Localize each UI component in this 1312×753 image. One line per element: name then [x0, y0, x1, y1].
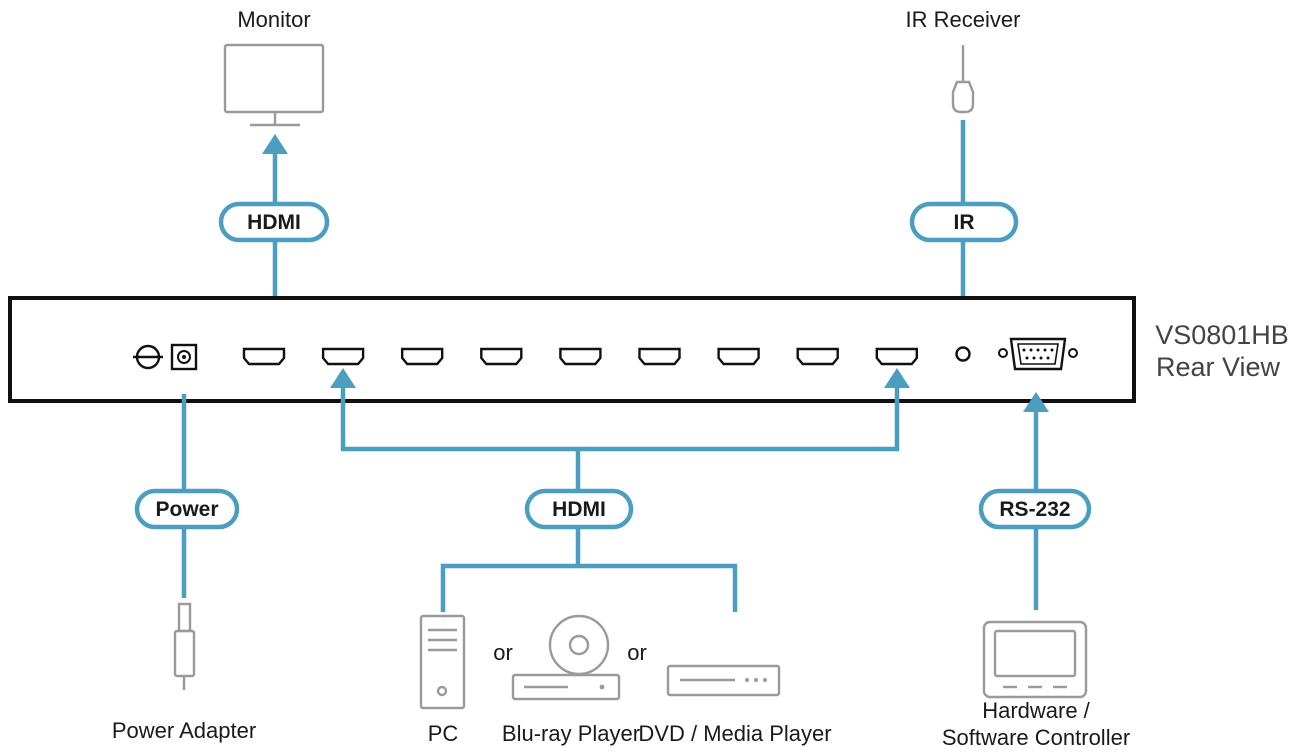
ir-receiver-icon	[951, 45, 975, 114]
switch-unit	[8, 296, 1136, 403]
or-label-2: or	[627, 640, 647, 665]
ground-icon	[133, 344, 163, 370]
pc-tower-icon	[419, 614, 466, 710]
hdmi-input-port-8	[875, 347, 918, 366]
ir-receiver-label: IR Receiver	[906, 7, 1021, 32]
dvd-label: DVD / Media Player	[638, 721, 831, 746]
power-adapter-label: Power Adapter	[112, 718, 256, 743]
controller-icon	[982, 620, 1088, 699]
pc-label: PC	[428, 721, 459, 746]
rs232-tag-label: RS-232	[999, 498, 1070, 521]
hdmi-input-cable	[330, 368, 910, 612]
hdmi-input-port-2	[401, 347, 444, 366]
ir-tag: IR	[909, 201, 1019, 243]
rs232-port	[998, 337, 1078, 371]
ir-port	[955, 346, 971, 362]
hdmi-input-port-5	[638, 347, 681, 366]
power-adapter-icon	[173, 602, 196, 690]
controller-label-line2: Software Controller	[942, 725, 1130, 750]
monitor-label: Monitor	[237, 7, 310, 32]
controller-label-line1: Hardware /	[982, 698, 1090, 723]
hdmi-input-tag-label: HDMI	[552, 498, 606, 521]
power-tag-label: Power	[155, 498, 218, 521]
ir-tag-label: IR	[954, 211, 975, 234]
rs232-tag: RS-232	[978, 488, 1092, 530]
hdmi-input-port-3	[480, 347, 523, 366]
hdmi-input-port-7	[796, 347, 839, 366]
hdmi-input-port-1	[321, 347, 365, 366]
bluray-label: Blu-ray Player	[502, 721, 640, 746]
hdmi-output-port	[242, 347, 286, 366]
hdmi-input-port-6	[717, 347, 760, 366]
hdmi-output-tag-label: HDMI	[247, 211, 301, 234]
view-label: Rear View	[1156, 352, 1281, 382]
hdmi-input-port-4	[559, 347, 602, 366]
dvd-player-icon	[666, 664, 781, 697]
hdmi-input-tag: HDMI	[524, 488, 634, 530]
hdmi-output-tag: HDMI	[218, 201, 330, 243]
bluray-player-icon	[511, 614, 621, 701]
or-label-1: or	[493, 640, 513, 665]
hdmi-ports	[242, 347, 918, 366]
model-name: VS0801HB	[1155, 320, 1289, 350]
monitor-icon	[223, 43, 325, 127]
power-jack	[170, 343, 198, 371]
power-tag: Power	[134, 488, 240, 530]
